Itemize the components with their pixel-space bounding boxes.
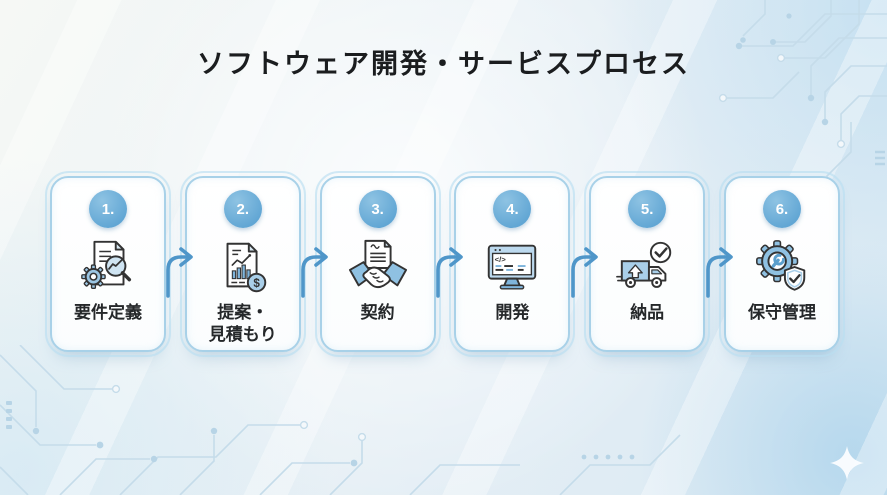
- step-card-delivery: 5. 納品: [584, 171, 711, 357]
- circuit-pattern-bottom-left-icon: [0, 345, 681, 495]
- magnifier-icon: [105, 255, 132, 282]
- delivery-truck-check-icon: [616, 241, 672, 288]
- code-monitor-icon: </>: [488, 244, 537, 290]
- gear-icon: [81, 264, 106, 289]
- step-number-badge: 3.: [358, 190, 397, 228]
- flow-arrow-icon: [166, 247, 194, 298]
- svg-text:$: $: [253, 277, 260, 290]
- step-card-maintenance: 6.: [718, 171, 845, 357]
- requirements-document-magnifier-gear-icon: [81, 240, 132, 289]
- flow-gap: [705, 176, 733, 352]
- step-card-requirements: 1.: [45, 171, 171, 357]
- step-label: 納品: [630, 303, 665, 322]
- step-number-badge: 1.: [89, 190, 127, 228]
- check-circle-icon: [650, 241, 672, 264]
- step-card-development: 4. </> 開発: [449, 171, 576, 357]
- maintenance-gear-wrench-shield-icon: [756, 240, 806, 291]
- step-card-contract: 3. 契約: [314, 171, 441, 357]
- step-label: 保守管理: [747, 303, 816, 322]
- svg-text:</>: </>: [495, 255, 507, 264]
- dollar-coin-icon: $: [246, 272, 267, 293]
- estimate-chart-dollar-document-icon: $: [226, 242, 267, 293]
- flow-gap: [436, 176, 463, 352]
- flow-arrow-icon: [705, 247, 733, 298]
- flow-arrow-icon: [436, 247, 463, 298]
- flow-arrow-icon: [301, 247, 328, 298]
- page-title: ソフトウェア開発・サービスプロセス: [197, 49, 690, 79]
- step-label: 契約: [360, 303, 395, 322]
- contract-handshake-icon: [348, 239, 407, 289]
- gear-icon: [756, 240, 799, 283]
- flow-gap: [570, 176, 598, 352]
- process-flow: 1.: [45, 171, 845, 357]
- step-number-badge: 2.: [223, 190, 262, 228]
- flow-gap: [166, 176, 194, 352]
- flow-gap: [301, 176, 328, 352]
- step-number-badge: 4.: [493, 190, 532, 228]
- step-label: 開発: [495, 303, 530, 322]
- step-card-estimate: 2. $: [179, 171, 306, 357]
- handshake-icon: [348, 261, 407, 289]
- sparkle-icon: [830, 446, 864, 480]
- step-label: 提案・ 見積もり: [208, 303, 277, 345]
- flow-arrow-icon: [570, 247, 598, 298]
- step-number-badge: 5.: [628, 190, 667, 228]
- step-number-badge: 6.: [762, 190, 801, 228]
- shield-check-icon: [783, 266, 806, 291]
- step-label: 要件定義: [74, 303, 142, 322]
